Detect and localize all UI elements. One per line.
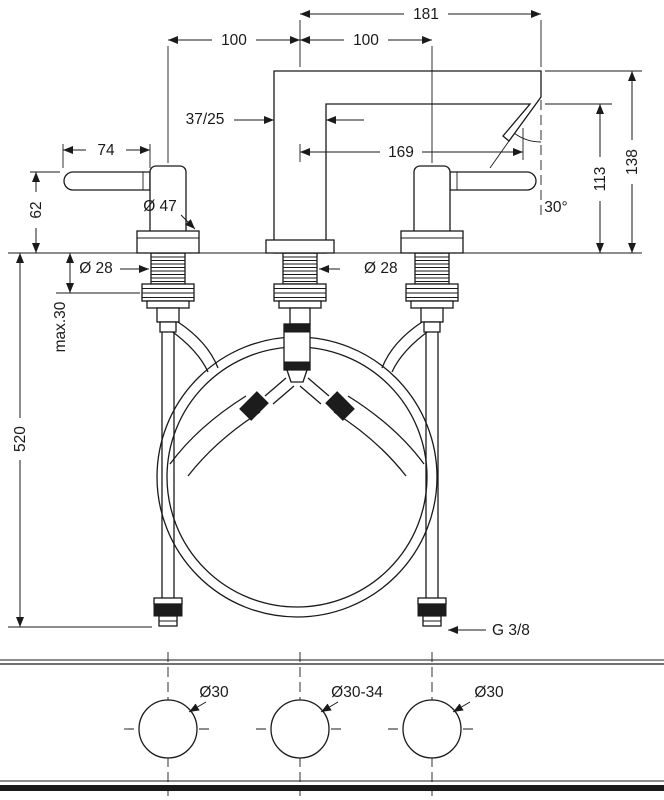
- label-connection-thread: G 3/8: [448, 622, 530, 639]
- dim-hole-spacing: 100 100: [167, 32, 433, 163]
- mounting-hole-center: [270, 699, 330, 759]
- dim-spout-reach: 169: [299, 128, 524, 162]
- hole-right-value: Ø30: [474, 684, 504, 701]
- dim-100-right-value: 100: [353, 32, 379, 49]
- dia-28-left-value: Ø 28: [79, 260, 113, 277]
- dim-max-mounting-thickness: max.30: [52, 253, 140, 352]
- hole-left-value: Ø30: [199, 684, 229, 701]
- dia-47-value: Ø 47: [143, 198, 177, 215]
- supply-hoses: [156, 321, 439, 618]
- dim-138-value: 138: [624, 149, 641, 175]
- mounting-shanks: [141, 252, 459, 421]
- dim-100-left-value: 100: [221, 32, 247, 49]
- faucet-spout: [265, 70, 542, 254]
- right-handle-valve: [400, 165, 537, 254]
- dim-max30-value: max.30: [52, 301, 69, 352]
- dim-outlet-height: 113: [545, 103, 612, 253]
- label-shank-diameter-center: Ø 28: [319, 260, 398, 277]
- dim-181-value: 181: [413, 6, 439, 23]
- dim-total-projection: 181: [299, 6, 542, 67]
- label-outlet-angle: 30°: [489, 100, 568, 216]
- left-handle-valve: [63, 165, 200, 254]
- bottom-connectors: [153, 597, 447, 627]
- dim-37-25-value: 37/25: [186, 111, 225, 128]
- dim-169-value: 169: [388, 144, 414, 161]
- dia-28-center-value: Ø 28: [364, 260, 398, 277]
- dim-spout-profile: 37/25: [186, 111, 364, 128]
- dim-overall-height: 138: [545, 70, 642, 253]
- angle-30-value: 30°: [544, 199, 567, 216]
- dim-handle-length: 74: [62, 142, 151, 168]
- label-hole-left: Ø30: [188, 684, 229, 713]
- label-hole-center: Ø30-34: [320, 684, 383, 713]
- dim-62-value: 62: [28, 201, 45, 218]
- label-hole-right: Ø30: [452, 684, 504, 713]
- dim-hose-length: 520: [8, 253, 152, 628]
- dim-74-value: 74: [97, 142, 115, 159]
- dim-520-value: 520: [12, 426, 29, 452]
- mounting-hole-right: [402, 699, 462, 759]
- dim-113-value: 113: [592, 167, 609, 192]
- hole-center-value: Ø30-34: [331, 684, 383, 701]
- label-escutcheon-diameter: Ø 47: [143, 198, 196, 230]
- g38-value: G 3/8: [492, 622, 530, 639]
- mounting-hole-left: [138, 699, 198, 759]
- dim-handle-height: 62: [28, 171, 60, 253]
- counter-cross-section: Ø30 Ø30-34 Ø30: [0, 652, 664, 796]
- label-shank-diameter-left: Ø 28: [79, 260, 149, 277]
